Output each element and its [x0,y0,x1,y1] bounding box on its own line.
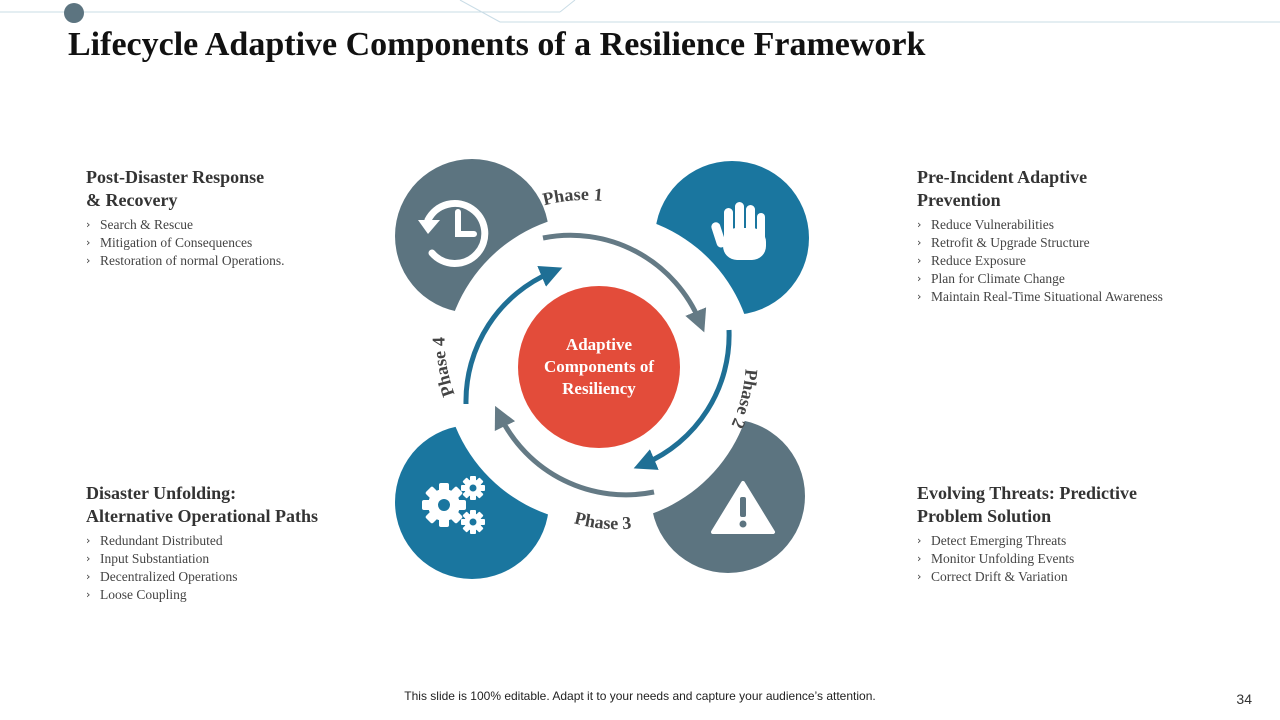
list-item-text: Retrofit & Upgrade Structure [931,235,1090,250]
list-item: › Plan for Climate Change [917,270,1163,288]
center-label-line3: Resiliency [562,379,636,398]
warning-triangle-icon [711,481,775,534]
list-item-text: Reduce Exposure [931,253,1026,268]
center-label-line1: Adaptive [565,335,633,354]
chevron-right-icon: › [917,552,922,565]
list-item: › Mitigation of Consequences [86,234,284,252]
arrow-phase3 [494,405,655,498]
list-item: › Redundant Distributed [86,532,318,550]
list-item: › Input Substantiation [86,550,318,568]
block-title-line1: Pre-Incident Adaptive [917,167,1088,187]
block-post-disaster: Post-Disaster Response & Recovery › Searc… [86,166,284,270]
arrow-phase1 [542,232,707,333]
block-title-line1: Disaster Unfolding: [86,483,237,503]
chevron-right-icon: › [86,570,91,583]
bullet-list: › Redundant Distributed › Input Substantia… [86,532,318,604]
bullet-list: › Detect Emerging Threats › Monitor Unfold… [917,532,1137,586]
list-item-text: Maintain Real-Time Situational Awareness [931,289,1163,304]
chevron-right-icon: › [917,254,922,267]
block-title-line2: & Recovery [86,190,178,210]
block-title-line2: Alternative Operational Paths [86,506,318,526]
block-pre-incident: Pre-Incident Adaptive Prevention › Reduce… [917,166,1163,306]
list-item-text: Redundant Distributed [100,533,223,548]
center-label: Adaptive Components of Resiliency [518,286,680,448]
chevron-right-icon: › [86,588,91,601]
slide-title: Lifecycle Adaptive Components of a Resil… [68,26,926,63]
list-item: › Reduce Vulnerabilities [917,216,1163,234]
list-item: › Maintain Real-Time Situational Awarenes… [917,288,1163,306]
block-title: Evolving Threats: Predictive Problem Sol… [917,482,1137,528]
list-item-text: Decentralized Operations [100,569,238,584]
block-title: Post-Disaster Response & Recovery [86,166,284,212]
list-item-text: Loose Coupling [100,587,187,602]
page-number: 34 [1236,691,1252,707]
list-item-text: Restoration of normal Operations. [100,253,285,268]
chevron-right-icon: › [917,534,922,547]
top-decoration [0,0,1280,23]
footer-note: This slide is 100% editable. Adapt it to… [404,689,876,703]
list-item-text: Detect Emerging Threats [931,533,1067,548]
block-title: Disaster Unfolding: Alternative Operatio… [86,482,318,528]
chevron-right-icon: › [86,236,91,249]
history-clock-icon [418,200,489,267]
list-item-text: Input Substantiation [100,551,210,566]
gears-icon [422,476,485,534]
list-item: › Detect Emerging Threats [917,532,1137,550]
list-item-text: Mitigation of Consequences [100,235,253,250]
chevron-right-icon: › [86,254,91,267]
arrow-phase2 [633,329,732,470]
block-title: Pre-Incident Adaptive Prevention [917,166,1163,212]
block-title-line1: Evolving Threats: Predictive [917,483,1137,503]
list-item-text: Plan for Climate Change [931,271,1065,286]
chevron-right-icon: › [917,218,922,231]
chevron-right-icon: › [917,570,922,583]
chevron-right-icon: › [86,218,91,231]
bullet-list: › Search & Rescue › Mitigation of Conseque… [86,216,284,270]
list-item: › Correct Drift & Variation [917,568,1137,586]
bullet-list: › Reduce Vulnerabilities › Retrofit & Upgr… [917,216,1163,306]
chevron-right-icon: › [917,290,922,303]
block-disaster-unfolding: Disaster Unfolding: Alternative Operatio… [86,482,318,604]
list-item-text: Correct Drift & Variation [931,569,1068,584]
chevron-right-icon: › [86,552,91,565]
block-title-line2: Problem Solution [917,506,1052,526]
phase1-label: Phase 1 [541,184,604,209]
list-item: › Monitor Unfolding Events [917,550,1137,568]
chevron-right-icon: › [917,272,922,285]
list-item-text: Monitor Unfolding Events [931,551,1075,566]
center-label-line2: Components of [543,357,655,376]
chevron-right-icon: › [86,534,91,547]
block-evolving-threats: Evolving Threats: Predictive Problem Sol… [917,482,1137,586]
list-item-text: Reduce Vulnerabilities [931,217,1055,232]
list-item-text: Search & Rescue [100,217,193,232]
list-item: › Restoration of normal Operations. [86,252,284,270]
stop-hand-icon [711,202,766,260]
list-item: › Reduce Exposure [917,252,1163,270]
chevron-right-icon: › [917,236,922,249]
cycle-diagram: Phase 1 Phase 2 Phase 3 Phase 4 [395,159,809,579]
block-title-line2: Prevention [917,190,1001,210]
list-item: › Decentralized Operations [86,568,318,586]
block-title-line1: Post-Disaster Response [86,167,265,187]
list-item: › Retrofit & Upgrade Structure [917,234,1163,252]
list-item: › Search & Rescue [86,216,284,234]
arrow-phase4 [463,265,563,405]
list-item: › Loose Coupling [86,586,318,604]
center-circle [518,286,680,448]
